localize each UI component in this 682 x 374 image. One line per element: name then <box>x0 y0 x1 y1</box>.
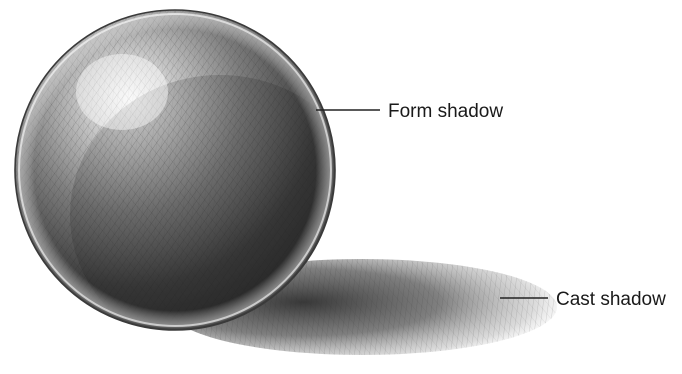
form-shadow-label: Form shadow <box>388 101 503 122</box>
cast-shadow-label: Cast shadow <box>556 289 666 310</box>
